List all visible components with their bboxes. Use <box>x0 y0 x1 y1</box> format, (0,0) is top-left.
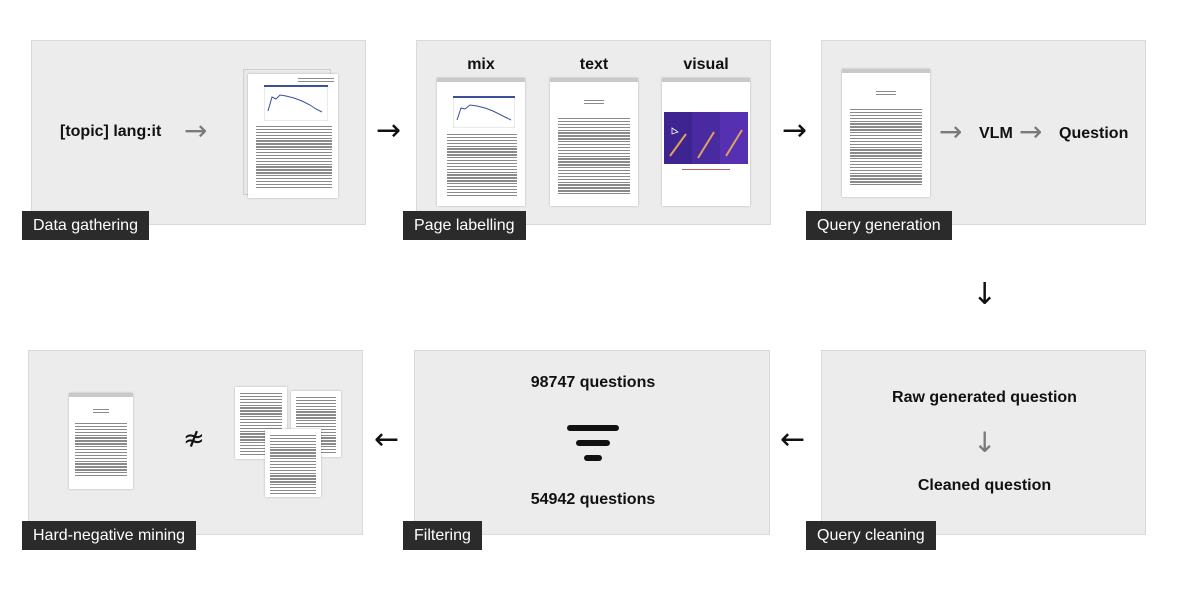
query-generation-panel: → VLM → Question Query generation <box>806 40 1146 240</box>
document-page-icon <box>248 74 338 198</box>
visual-page-thumbnail <box>662 78 750 206</box>
page-labelling-panel: mix text visual Page labelling <box>403 40 771 240</box>
category-label-text: text <box>579 56 609 73</box>
query-page-thumbnail <box>69 393 133 489</box>
mix-page-thumbnail <box>437 78 525 206</box>
vlm-label: VLM <box>979 125 1013 142</box>
right-arrow-icon: → <box>782 113 808 148</box>
right-arrow-icon: → <box>1019 115 1043 148</box>
category-label-mix: mix <box>467 56 495 73</box>
chart-thumbnail <box>453 96 515 128</box>
down-arrow-icon: ↓ <box>972 277 998 312</box>
stage-label-filtering: Filtering <box>403 521 482 550</box>
visual-figure-thumbnail <box>664 112 748 164</box>
down-arrow-icon: ↓ <box>973 426 997 459</box>
chart-thumbnail <box>264 85 328 121</box>
stage-label-query-cleaning: Query cleaning <box>806 521 936 550</box>
left-arrow-icon: ← <box>374 422 400 457</box>
not-approximately-equal-icon: ≉ <box>183 424 205 454</box>
topic-query-text: [topic] lang:it <box>60 123 162 140</box>
stage-label-query-generation: Query generation <box>806 211 952 240</box>
question-label: Question <box>1059 125 1129 142</box>
right-arrow-icon: → <box>939 115 963 148</box>
text-page-thumbnail <box>550 78 638 206</box>
category-label-visual: visual <box>683 56 729 73</box>
right-arrow-icon: → <box>376 113 402 148</box>
stage-label-data-gathering: Data gathering <box>22 211 149 240</box>
negative-page-thumbnail <box>265 429 321 497</box>
hard-negative-mining-panel: ≉ Hard-negative mining <box>22 350 363 550</box>
stage-label-page-labelling: Page labelling <box>403 211 526 240</box>
negative-page-thumbnail <box>235 387 287 459</box>
document-page-icon <box>842 69 930 197</box>
raw-question-label: Raw generated question <box>892 389 1077 406</box>
query-cleaning-panel: Raw generated question ↓ Cleaned questio… <box>806 350 1146 550</box>
left-arrow-icon: ← <box>780 422 806 457</box>
right-arrow-icon: → <box>184 114 208 147</box>
filter-icon <box>567 425 619 461</box>
questions-count-after: 54942 questions <box>530 491 656 508</box>
questions-count-before: 98747 questions <box>530 374 656 391</box>
cleaned-question-label: Cleaned question <box>917 477 1052 494</box>
data-gathering-panel: [topic] lang:it → Data gathering <box>22 40 366 240</box>
stage-label-hard-negative-mining: Hard-negative mining <box>22 521 197 550</box>
filtering-panel: 98747 questions 54942 questions Filterin… <box>403 350 770 550</box>
